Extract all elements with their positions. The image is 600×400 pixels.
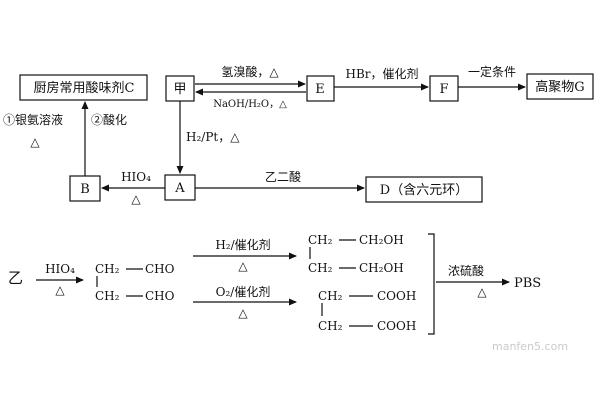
label-acidify: ②酸化 <box>91 112 127 127</box>
label-polymer-g: 高聚物G <box>535 79 584 95</box>
label-hbr-catalyst: HBr，催化剂 <box>345 66 418 81</box>
label-e: E <box>315 82 325 97</box>
label-naoh-h2o-heat: NaOH/H₂O，△ <box>213 99 287 110</box>
label-hio4-lower: HIO₄ <box>45 262 75 276</box>
label-silver-ammonia: ①银氨溶液 <box>3 112 63 127</box>
label-cho-b: CHO <box>145 289 175 303</box>
label-ch2oh-d: CH₂OH <box>359 261 404 275</box>
label-jia: 甲 <box>173 82 186 97</box>
label-hio4: HIO₄ <box>121 170 151 184</box>
label-ch2-a: CH₂ <box>95 262 120 276</box>
box-e <box>306 75 335 102</box>
label-certain-conditions: 一定条件 <box>468 64 516 79</box>
label-h2-pt-heat: H₂/Pt，△ <box>186 130 240 144</box>
box-a <box>164 174 196 201</box>
bracket-reactants <box>428 233 435 335</box>
label-o2-catalyst: O₂/催化剂 <box>216 284 271 299</box>
label-cooh-e: COOH <box>377 289 416 303</box>
label-a: A <box>174 181 185 196</box>
label-yi: 乙 <box>8 269 23 287</box>
label-heat-a-b: △ <box>131 192 141 206</box>
label-pbs: PBS <box>514 276 541 291</box>
label-ch2oh-c: CH₂OH <box>359 233 404 247</box>
label-d: D（含六元环） <box>380 182 468 198</box>
label-conc-sulfuric-acid: 浓硫酸 <box>448 263 484 278</box>
box-polymer-g <box>526 73 594 100</box>
label-b: B <box>80 182 90 197</box>
label-f: F <box>439 82 448 97</box>
label-ch2-b: CH₂ <box>95 289 120 303</box>
box-d <box>365 176 483 203</box>
label-heat-lower-4: △ <box>477 285 487 299</box>
box-kitchen-acid-c <box>19 74 148 101</box>
label-ch2-d: CH₂ <box>308 261 333 275</box>
box-b <box>69 175 101 202</box>
label-ch2-f: CH₂ <box>318 319 343 333</box>
label-ch2-c: CH₂ <box>308 233 333 247</box>
label-oxalic-acid: 乙二酸 <box>265 169 301 184</box>
watermark: manfen5.com <box>492 340 568 353</box>
label-cooh-f: COOH <box>377 319 416 333</box>
label-heat-lower-2: △ <box>238 259 248 273</box>
label-heat-b-c: △ <box>30 135 40 149</box>
label-hbr-acid-heat: 氢溴酸，△ <box>221 64 279 79</box>
box-f <box>429 75 459 102</box>
label-ch2-e: CH₂ <box>318 289 343 303</box>
label-heat-lower-3: △ <box>238 306 248 320</box>
label-heat-lower-1: △ <box>55 283 65 297</box>
label-h2-catalyst: H₂/催化剂 <box>215 237 270 252</box>
label-kitchen-acid-c: 厨房常用酸味剂C <box>34 80 135 96</box>
label-cho-a: CHO <box>145 262 175 276</box>
